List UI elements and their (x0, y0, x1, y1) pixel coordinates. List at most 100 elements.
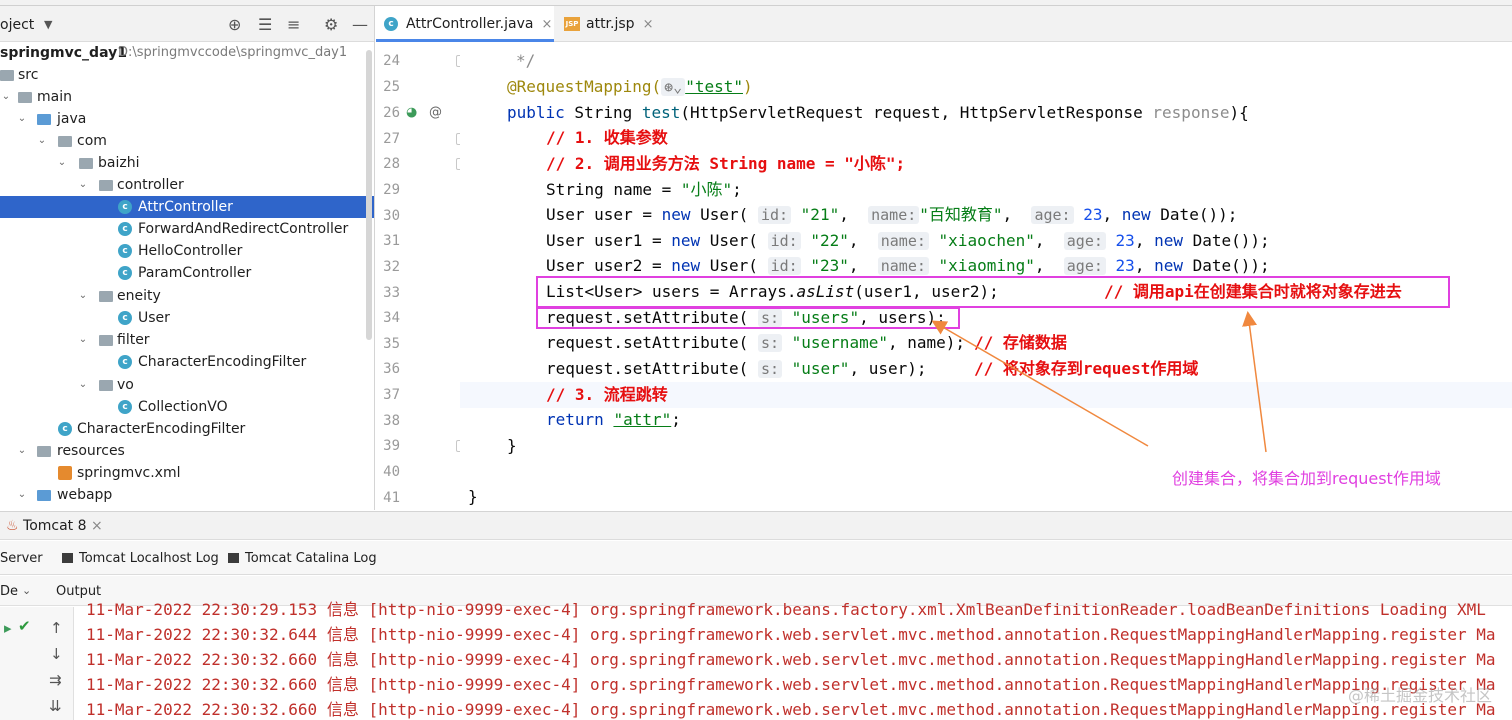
tree-item-paramcontroller[interactable]: c ParamController (0, 262, 374, 284)
chevron-down-icon[interactable]: ⌄ (1, 91, 11, 102)
line-number: 27 (383, 131, 400, 147)
chevron-down-icon[interactable]: ⌄ (78, 290, 88, 301)
tree-item-baizhi[interactable]: ⌄ baizhi (0, 152, 374, 174)
chevron-down-icon[interactable]: ⌄ (78, 179, 88, 190)
chevron-down-icon[interactable]: ▼ (44, 18, 53, 31)
tree-item-label: baizhi (98, 155, 140, 171)
tab-label: AttrController.java (406, 16, 534, 32)
chevron-down-icon[interactable]: ⌄ (57, 157, 67, 168)
tree-item-hellocontroller[interactable]: c HelloController (0, 240, 374, 262)
line-number: 33 (383, 285, 400, 301)
tree-item-user[interactable]: c User (0, 307, 374, 329)
code-editor[interactable]: */ @RequestMapping(⊛⌄"test") public Stri… (460, 42, 1512, 510)
expand-all-icon[interactable]: ☰ (258, 15, 273, 34)
line-number: 34 (383, 310, 400, 326)
jsp-file-icon: JSP (564, 17, 580, 31)
param-hint: name: (877, 257, 929, 275)
project-scrollbar[interactable] (366, 50, 372, 340)
tree-item-com[interactable]: ⌄ com (0, 130, 374, 152)
scroll-to-end-icon[interactable]: ⇊ (49, 697, 62, 715)
tree-item-eneity[interactable]: ⌄ eneity (0, 285, 374, 307)
tree-item-module[interactable]: springmvc_day1 D:\springmvccode\springmv… (0, 42, 374, 64)
chevron-down-icon[interactable]: ⌄ (17, 489, 27, 500)
chevron-down-icon[interactable]: ⌄ (17, 445, 27, 456)
class-icon: c (118, 244, 132, 258)
subtab-server[interactable]: Server (0, 551, 43, 566)
project-title[interactable]: oject (0, 17, 35, 33)
code-token: , (1034, 256, 1055, 275)
line-number: 40 (383, 464, 400, 480)
code-token: , (1102, 205, 1122, 224)
code-line-33: List<User> users = Arrays.asList(user1, … (460, 279, 1512, 305)
close-icon[interactable]: × (642, 17, 654, 32)
tree-item-springmvc-xml[interactable]: springmvc.xml (0, 462, 374, 484)
chevron-down-icon[interactable]: ⌄ (78, 379, 88, 390)
tree-item-collectionvo[interactable]: c CollectionVO (0, 396, 374, 418)
tree-item-controller[interactable]: ⌄ controller (0, 174, 374, 196)
gear-icon[interactable]: ⚙ (324, 15, 339, 34)
tree-item-forwardandredirectcontroller[interactable]: c ForwardAndRedirectController (0, 218, 374, 240)
tree-item-characterencodingfilter[interactable]: c CharacterEncodingFilter (0, 351, 374, 373)
locate-icon[interactable]: ⊕ (228, 15, 242, 34)
code-comment: // 调用api在创建集合时就将对象存进去 (1104, 282, 1402, 301)
line-number: 29 (383, 182, 400, 198)
class-icon: c (118, 200, 132, 214)
tab-attr-jsp[interactable]: JSP attr.jsp× (556, 6, 666, 42)
code-line-36: request.setAttribute( s: "user", user);/… (460, 356, 1512, 382)
arrow-down-icon[interactable]: ↓ (50, 645, 63, 663)
package-icon (99, 380, 113, 391)
param-hint: s: (757, 334, 782, 352)
chevron-down-icon[interactable]: ⌄ (78, 334, 88, 345)
log-line: 11-Mar-2022 22:30:32.660 信息 [http-nio-99… (86, 650, 1496, 669)
chevron-down-icon[interactable]: ⌄ (22, 584, 32, 597)
run-panel: ♨ Tomcat 8 × Server Tomcat Localhost Log… (0, 511, 1512, 720)
tree-item-label: springmvc_day1 (0, 45, 127, 61)
code-token: public (507, 103, 565, 122)
code-token: User user1 = (546, 231, 672, 250)
code-line-26: public String test(HttpServletRequest re… (460, 100, 1512, 126)
hide-icon[interactable]: — (352, 15, 368, 34)
arrow-up-icon[interactable]: ↑ (50, 619, 63, 637)
play-icon[interactable]: ▸ (4, 619, 12, 637)
chevron-down-icon[interactable]: ⌄ (17, 113, 27, 124)
code-token: "xiaochen" (938, 231, 1035, 250)
tree-item-java[interactable]: ⌄ java (0, 108, 374, 130)
soft-wrap-icon[interactable]: ⇉ (49, 671, 62, 689)
tree-item-label: ParamController (138, 265, 252, 281)
tree-item-webapp[interactable]: ⌄ webapp (0, 484, 374, 506)
tab-tomcat[interactable]: ♨ Tomcat 8 × (6, 518, 103, 534)
close-icon[interactable]: × (90, 518, 103, 534)
tree-item-main[interactable]: ⌄ main (0, 86, 374, 108)
tab-attrcontroller[interactable]: c AttrController.java× (376, 6, 554, 42)
tree-item-characterencodingfilter-root[interactable]: c CharacterEncodingFilter (0, 418, 374, 440)
chevron-down-icon[interactable]: ⌄ (37, 135, 47, 146)
tree-item-attrcontroller[interactable]: c AttrController (0, 196, 374, 218)
code-token: new (1154, 231, 1183, 250)
code-token: String name = (546, 180, 681, 199)
annotation-icon[interactable]: @ (429, 105, 442, 120)
tree-item-filter[interactable]: ⌄ filter (0, 329, 374, 351)
subtab-catalina-log[interactable]: Tomcat Catalina Log (228, 551, 377, 566)
tree-item-vo[interactable]: ⌄ vo (0, 374, 374, 396)
code-token: "users" (791, 308, 860, 327)
resources-folder-icon (37, 446, 51, 457)
subtab-label: Server (0, 551, 43, 566)
code-comment: // 1. 收集参数 (546, 128, 668, 147)
code-token: 23 (1115, 231, 1135, 250)
tree-item-resources[interactable]: ⌄ resources (0, 440, 374, 462)
class-icon: c (118, 222, 132, 236)
param-hint: age: (1031, 206, 1074, 224)
class-icon: c (58, 422, 72, 436)
class-icon: c (118, 311, 132, 325)
code-token: */ (516, 51, 536, 70)
mapping-icon[interactable]: ◕ (406, 105, 418, 120)
code-token: test (641, 103, 681, 122)
code-token: (HttpServletRequest request, HttpServlet… (680, 103, 1153, 122)
collapse-all-icon[interactable]: ≡ (287, 15, 301, 34)
code-token: ){ (1229, 103, 1249, 122)
param-hint: age: (1063, 232, 1106, 250)
subtab-localhost-log[interactable]: Tomcat Localhost Log (62, 551, 219, 566)
close-icon[interactable]: × (541, 17, 553, 32)
tree-item-src[interactable]: src (0, 64, 374, 86)
line-number: 31 (383, 233, 400, 249)
